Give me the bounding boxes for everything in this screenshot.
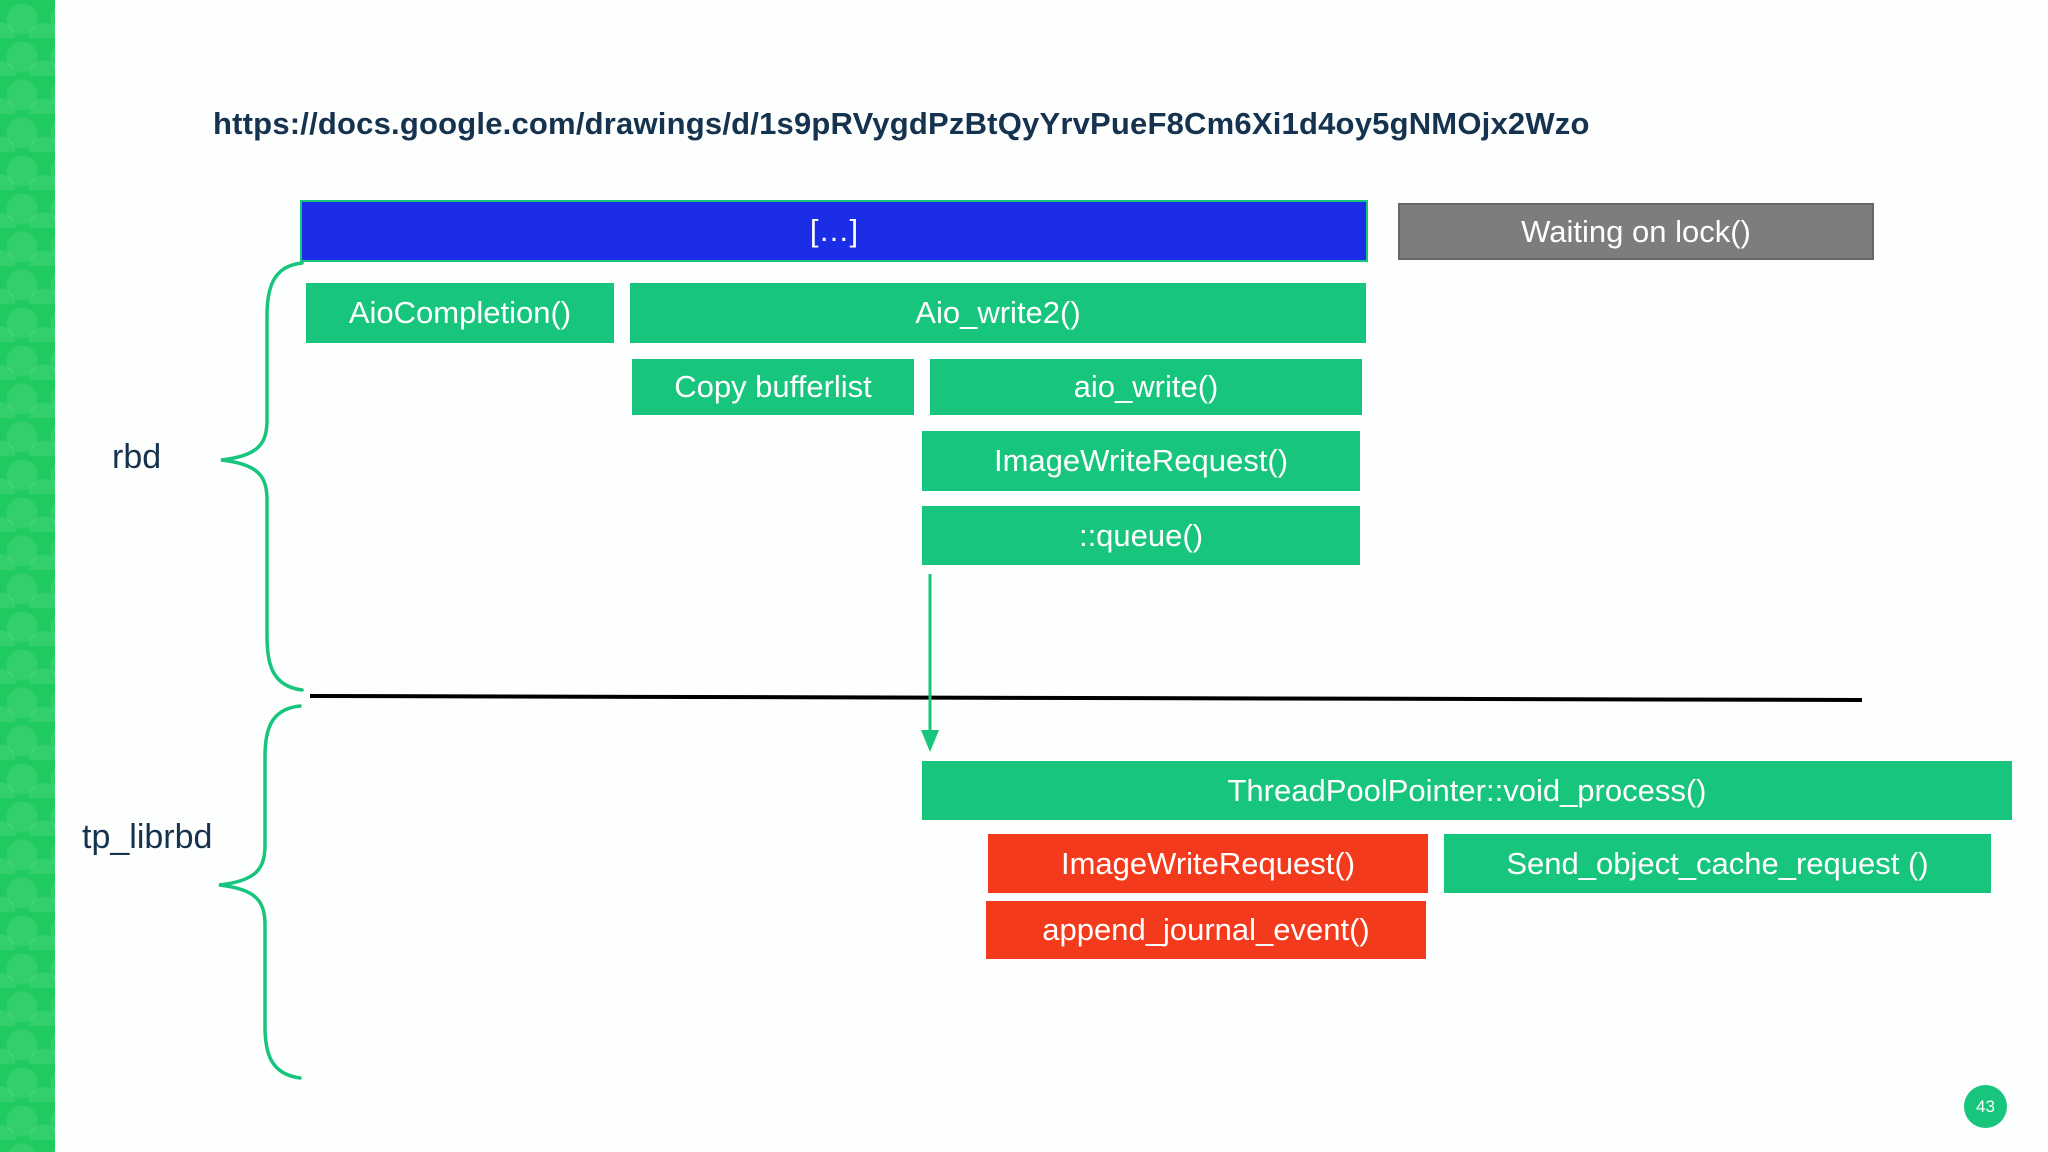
bar-aio-write: aio_write(): [930, 359, 1362, 415]
bar-waiting-on-lock: Waiting on lock(): [1398, 203, 1874, 260]
bar-thread-pool-pointer-void-process: ThreadPoolPointer::void_process(): [922, 761, 2012, 820]
bar-image-write-request-tp: ImageWriteRequest(): [988, 834, 1428, 893]
bar-aio-write2: Aio_write2(): [630, 283, 1366, 343]
bar-aio-completion: AioCompletion(): [306, 283, 614, 343]
group-label-rbd: rbd: [112, 438, 162, 476]
page-number-badge: 43: [1964, 1085, 2007, 1128]
thread-boundary-line: [309, 694, 1863, 702]
bar-send-object-cache-request: Send_object_cache_request (): [1444, 834, 1991, 893]
queue-dispatch-arrow-head: [921, 730, 939, 752]
bar-copy-bufferlist: Copy bufferlist: [632, 359, 914, 415]
rbd-brace: [220, 261, 304, 692]
bar-ellipsis: […]: [300, 200, 1368, 262]
left-green-dotted-sidebar: [0, 0, 55, 1152]
bar-queue: ::queue(): [922, 506, 1360, 565]
google-drawing-url[interactable]: https://docs.google.com/drawings/d/1s9pR…: [213, 106, 1590, 141]
bar-append-journal-event: append_journal_event(): [986, 901, 1426, 959]
group-label-tp-librbd: tp_librbd: [82, 818, 213, 856]
tp-librbd-brace: [218, 704, 302, 1080]
bar-image-write-request: ImageWriteRequest(): [922, 431, 1360, 491]
